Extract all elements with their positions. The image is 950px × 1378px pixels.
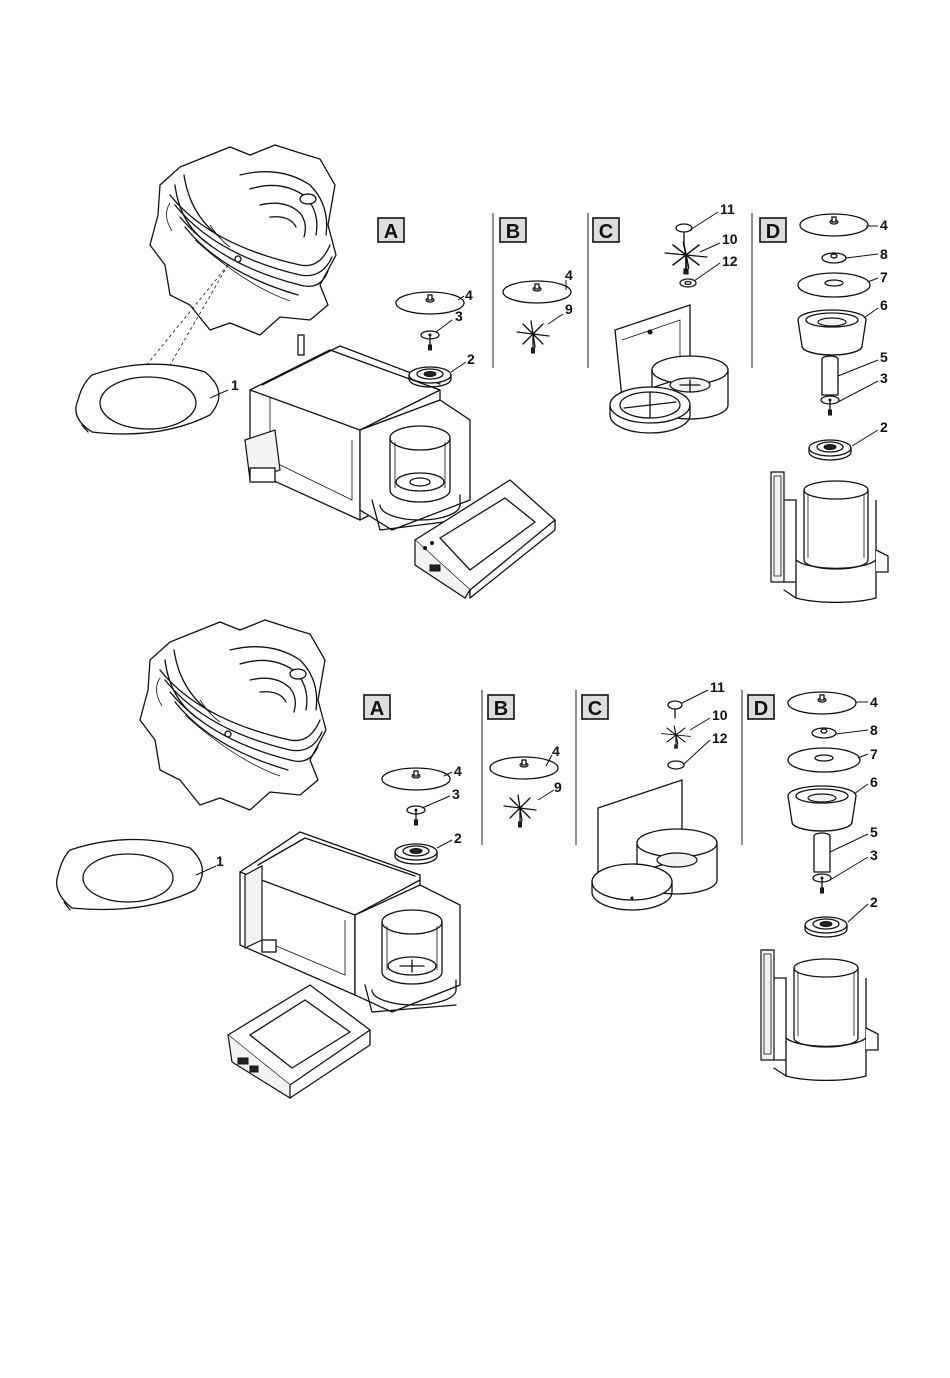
label-4-d-bottom: 4 <box>870 694 878 710</box>
label-7-top: 7 <box>880 269 888 285</box>
label-2-bottom: 2 <box>454 830 462 846</box>
label-3-d-bottom: 3 <box>870 847 878 863</box>
label-11-top: 11 <box>720 201 735 217</box>
label-3-top: 3 <box>455 308 463 324</box>
panel-a-letter-top: A <box>384 221 398 243</box>
panel-a-bottom: A <box>364 695 450 864</box>
panel-b-letter-bottom: B <box>494 698 508 720</box>
label-4-bottom: 4 <box>454 763 462 779</box>
label-12-bottom: 12 <box>712 730 728 746</box>
label-4-top: 4 <box>465 287 473 303</box>
panel-a-letter-bottom: A <box>370 698 384 720</box>
label-4b-bottom: 4 <box>552 743 560 759</box>
panel-a-top: A <box>378 218 464 387</box>
label-10-bottom: 10 <box>712 707 728 723</box>
label-8-bottom: 8 <box>870 722 878 738</box>
label-10-top: 10 <box>722 231 738 247</box>
gasket-ring-1-bottom <box>57 839 203 910</box>
label-5-bottom: 5 <box>870 824 878 840</box>
label-2-top: 2 <box>467 351 475 367</box>
label-2-d-top: 2 <box>880 419 888 435</box>
panel-b-top: B <box>500 218 571 353</box>
label-9-top: 9 <box>565 301 573 317</box>
label-4-d-top: 4 <box>880 217 888 233</box>
panel-b-bottom: B <box>488 695 558 827</box>
display-terminal-bottom <box>228 985 370 1098</box>
label-1-top: 1 <box>231 377 239 393</box>
detail-magnifier-bottom <box>140 620 326 810</box>
panel-c-letter-top: C <box>599 221 613 243</box>
panel-c-top: C <box>593 218 728 433</box>
panel-d-top: D <box>760 214 888 602</box>
figure-bottom: A B C <box>57 620 878 1098</box>
panel-d-letter-bottom: D <box>754 698 768 720</box>
gasket-ring-1-top <box>76 364 219 434</box>
label-6-bottom: 6 <box>870 774 878 790</box>
label-5-top: 5 <box>880 349 888 365</box>
figure-top: A B C <box>76 145 888 602</box>
panel-d-bottom: D <box>748 692 878 1080</box>
panel-c-bottom: C <box>582 695 717 910</box>
panel-c-letter-bottom: C <box>588 698 602 720</box>
label-3-bottom: 3 <box>452 786 460 802</box>
label-9-bottom: 9 <box>554 779 562 795</box>
label-2-d-bottom: 2 <box>870 894 878 910</box>
label-6-top: 6 <box>880 297 888 313</box>
panel-d-letter-top: D <box>766 221 780 243</box>
detail-magnifier-top <box>150 145 336 335</box>
balance-body-top <box>245 335 470 530</box>
label-8-top: 8 <box>880 246 888 262</box>
label-7-bottom: 7 <box>870 746 878 762</box>
label-1-bottom: 1 <box>216 853 224 869</box>
label-4b-top: 4 <box>565 267 573 283</box>
label-11-bottom: 11 <box>710 679 725 695</box>
panel-b-letter-top: B <box>506 221 520 243</box>
label-3-d-top: 3 <box>880 370 888 386</box>
label-12-top: 12 <box>722 253 738 269</box>
